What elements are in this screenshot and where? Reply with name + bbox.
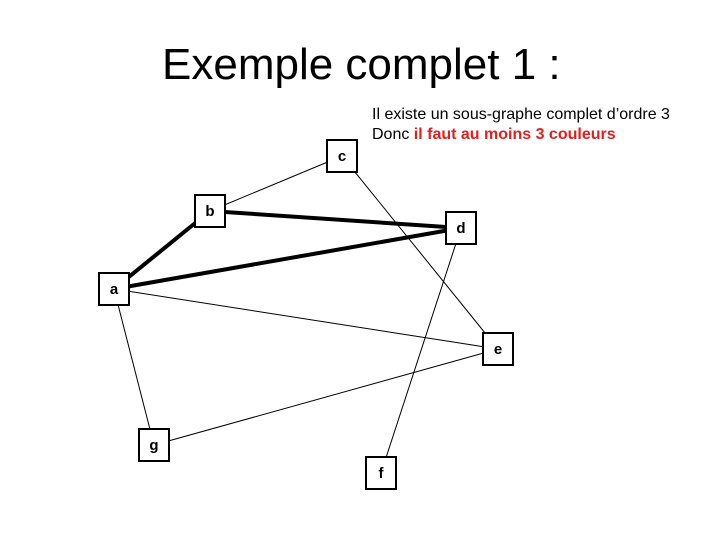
node-label-c: c <box>338 148 346 165</box>
graph-nodes: a b c d e f g <box>98 139 514 490</box>
node-box-a <box>98 272 130 306</box>
node-e: e <box>482 332 514 366</box>
node-g: g <box>138 428 170 462</box>
edge-d-f <box>380 227 462 474</box>
explanation-note: Il existe un sous-graphe complet d’ordre… <box>372 105 670 145</box>
slide-title: Exemple complet 1 : <box>162 40 561 89</box>
edge-a-e <box>113 288 499 350</box>
node-label-a: a <box>110 281 119 298</box>
note-line-1: Il existe un sous-graphe complet d’ordre… <box>372 106 670 123</box>
node-label-f: f <box>379 465 385 482</box>
node-label-b: b <box>205 203 214 220</box>
edge-b-d <box>209 209 462 230</box>
node-box-d <box>445 211 477 245</box>
node-a: a <box>98 272 130 306</box>
node-box-e <box>482 332 514 366</box>
node-box-g <box>138 428 170 462</box>
node-c: c <box>326 139 358 173</box>
node-label-e: e <box>494 341 502 358</box>
note-line-2: Donc il faut au moins 3 couleurs <box>372 125 670 145</box>
note-line-2-prefix: Donc <box>372 126 414 143</box>
edge-c-e <box>341 155 499 350</box>
edge-a-d <box>113 226 462 291</box>
edge-b-c <box>209 155 343 212</box>
node-box-f <box>365 456 397 490</box>
note-highlight: il faut au moins 3 couleurs <box>413 126 616 143</box>
node-box-b <box>194 194 226 228</box>
node-d: d <box>445 211 477 245</box>
node-label-g: g <box>149 437 158 454</box>
node-f: f <box>365 456 397 490</box>
edge-a-g <box>113 288 155 446</box>
node-b: b <box>194 194 226 228</box>
edge-g-e <box>153 348 499 446</box>
graph-edges <box>112 155 499 474</box>
node-box-c <box>326 139 358 173</box>
node-label-d: d <box>456 220 465 237</box>
